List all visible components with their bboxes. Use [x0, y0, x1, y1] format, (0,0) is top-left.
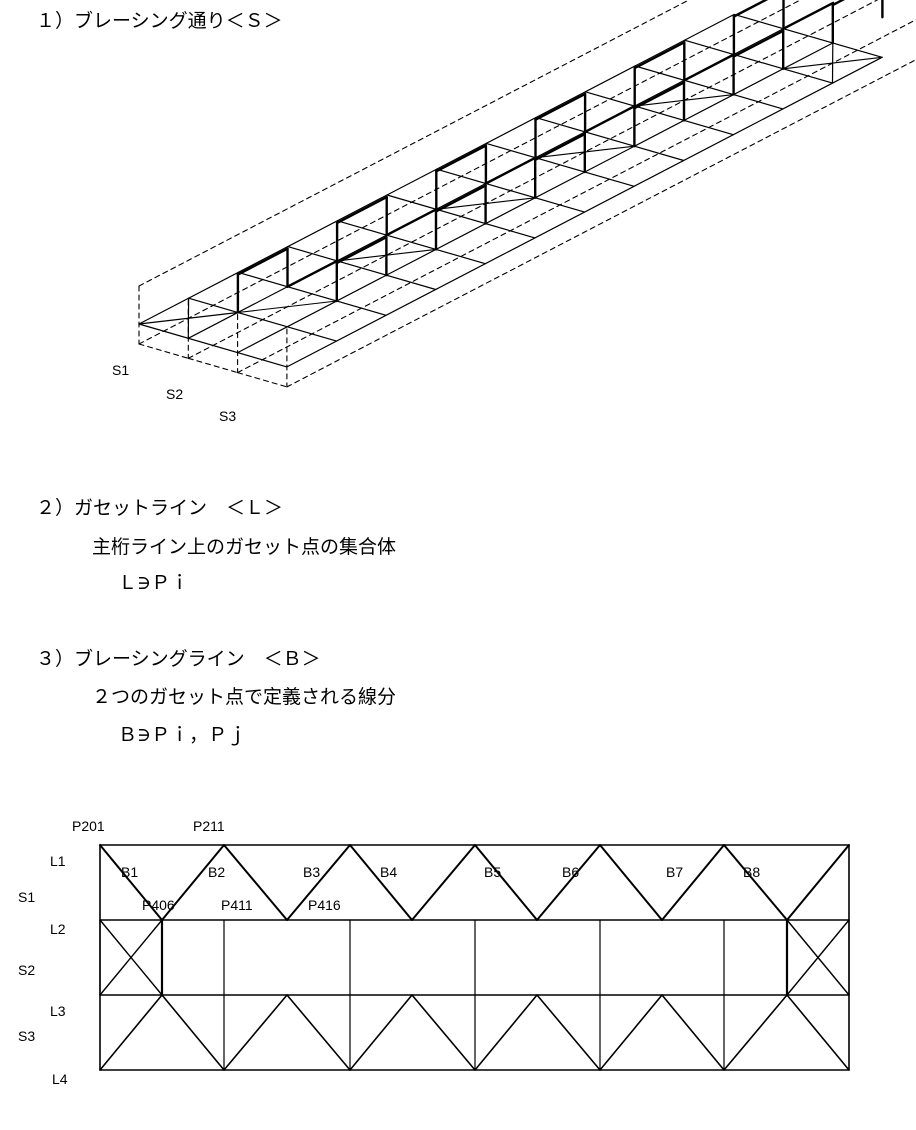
plan-bracing-top [786, 844, 850, 921]
iso-dash-chord [286, 59, 916, 388]
iso-cross [535, 116, 685, 162]
isometric-bracing-diagram [138, 0, 916, 388]
iso-dash-end [237, 372, 288, 388]
section-3-formula: Ｂ∋Ｐｉ，Ｐｊ [118, 724, 247, 746]
iso-cross [634, 65, 784, 110]
plan-bracing-top [536, 844, 601, 921]
section-3-description: ２つのガセット点で定義される線分 [92, 686, 397, 708]
iso-bracing-bold [683, 53, 736, 82]
plan-bracing-bottom [99, 994, 163, 1071]
iso-bracing-bold [335, 235, 388, 265]
plan-bracing-bottom [786, 994, 850, 1071]
plan-bracing-top [474, 844, 538, 921]
iso-cross [188, 297, 338, 342]
iso-cross [237, 271, 387, 316]
iso-bracing-bold [831, 0, 846, 7]
iso-bracing-bold [782, 1, 835, 30]
plan-bracing-top [723, 844, 788, 921]
iso-bracing-bold [236, 247, 289, 276]
iso-bracing-bold [434, 184, 487, 213]
section-2-description: 主桁ライン上のガセット点の集合体 [92, 536, 397, 558]
plan-bracing-top [411, 844, 476, 921]
plan-bracing-top [99, 844, 163, 921]
plan-bracing-bottom [349, 994, 413, 1071]
iso-bracing-bold [385, 208, 438, 237]
plan-end-x [99, 919, 163, 996]
iso-bracing-bold [583, 104, 636, 134]
iso-bracing-bold [435, 144, 488, 173]
plan-bracing-bottom [536, 994, 601, 1071]
plan-bracing-top [349, 844, 413, 921]
iso-bracing-bold [732, 29, 785, 58]
iso-diag [237, 300, 338, 314]
section-2-formula: Ｌ∋Ｐｉ [118, 572, 190, 594]
iso-bracing-bold [286, 259, 339, 288]
iso-bracing-bold [335, 195, 388, 225]
iso-cross [485, 142, 635, 187]
plan-bracing-top [161, 844, 225, 921]
iso-cross [733, 13, 883, 58]
plan-bracing-bottom [161, 994, 225, 1071]
iso-dash-end [138, 343, 189, 359]
iso-bracing-bold [534, 92, 587, 121]
iso-cross [336, 220, 486, 265]
section-3-title: ３）ブレーシングライン ＜Ｂ＞ [36, 648, 321, 670]
iso-bracing-bold [534, 132, 586, 162]
plan-bracing-bottom [723, 994, 788, 1071]
plan-bracing-bottom [411, 994, 476, 1071]
plan-bracing-top [661, 844, 725, 921]
plan-bracing-top [599, 844, 663, 921]
iso-bracing-bold [633, 41, 686, 70]
iso-cross [683, 39, 834, 84]
iso-bracing-bold [484, 156, 537, 185]
iso-cross [138, 323, 288, 368]
plan-bracing-bottom [599, 994, 663, 1071]
plan-bracing-bottom [661, 994, 725, 1071]
section-2-title: ２）ガセットライン ＜Ｌ＞ [36, 497, 284, 519]
iso-bracing-bold [633, 81, 686, 110]
plan-bracing-bottom [223, 994, 288, 1071]
plan-bracing-bottom [286, 994, 351, 1071]
section-1-title: １）ブレーシング通り＜Ｓ＞ [36, 10, 283, 32]
iso-cross [436, 168, 586, 213]
iso-cross [287, 246, 437, 291]
iso-dash-end [187, 357, 239, 374]
iso-cross [386, 194, 536, 239]
iso-dash-top [138, 0, 691, 287]
plan-bracing-top [223, 844, 288, 921]
iso-bracing-bold [732, 0, 769, 18]
plan-bracing-bottom [474, 994, 538, 1071]
plan-end-x [786, 919, 850, 996]
iso-cross [584, 91, 734, 136]
plan-bracing-top [286, 844, 351, 921]
